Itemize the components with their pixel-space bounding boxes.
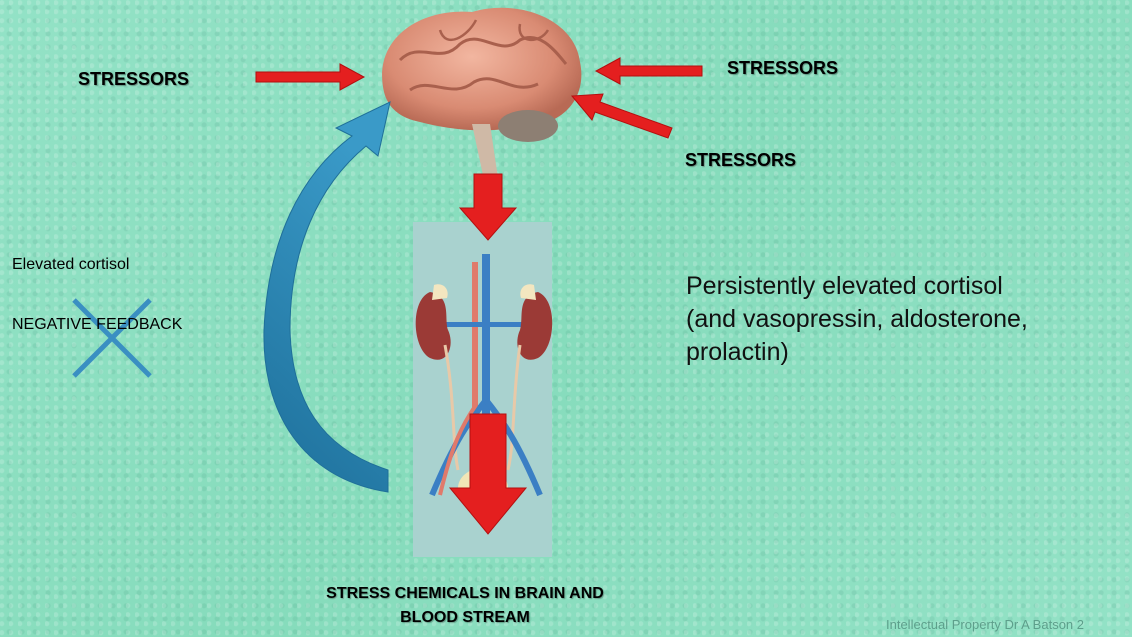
caption-line-1: STRESS CHEMICALS IN BRAIN AND bbox=[260, 582, 670, 606]
arrow-right-bottom-stressor bbox=[572, 94, 672, 138]
stressor-label-right-top: STRESSORS bbox=[727, 58, 838, 79]
brain-image bbox=[382, 8, 581, 180]
effect-line-1: Persistently elevated cortisol bbox=[686, 270, 1126, 303]
negative-feedback-label: NEGATIVE FEEDBACK bbox=[12, 316, 182, 334]
cortisol-effect-text: Persistently elevated cortisol (and vaso… bbox=[686, 270, 1126, 369]
arrow-left-stressor bbox=[256, 64, 364, 90]
elevated-cortisol-label: Elevated cortisol bbox=[12, 256, 129, 274]
arrow-right-top-stressor bbox=[596, 58, 702, 84]
stress-chemicals-caption: STRESS CHEMICALS IN BRAIN AND BLOOD STRE… bbox=[260, 582, 670, 630]
effect-line-2: (and vasopressin, aldosterone, bbox=[686, 303, 1126, 336]
stressor-label-right-bottom: STRESSORS bbox=[685, 150, 796, 171]
ip-watermark: Intellectual Property Dr A Batson 2 bbox=[886, 617, 1084, 632]
effect-line-3: prolactin) bbox=[686, 336, 1126, 369]
feedback-arc-arrow bbox=[264, 102, 390, 492]
cross-out-x-icon bbox=[74, 300, 150, 376]
stressor-label-left: STRESSORS bbox=[78, 69, 189, 90]
caption-line-2: BLOOD STREAM bbox=[260, 606, 670, 630]
